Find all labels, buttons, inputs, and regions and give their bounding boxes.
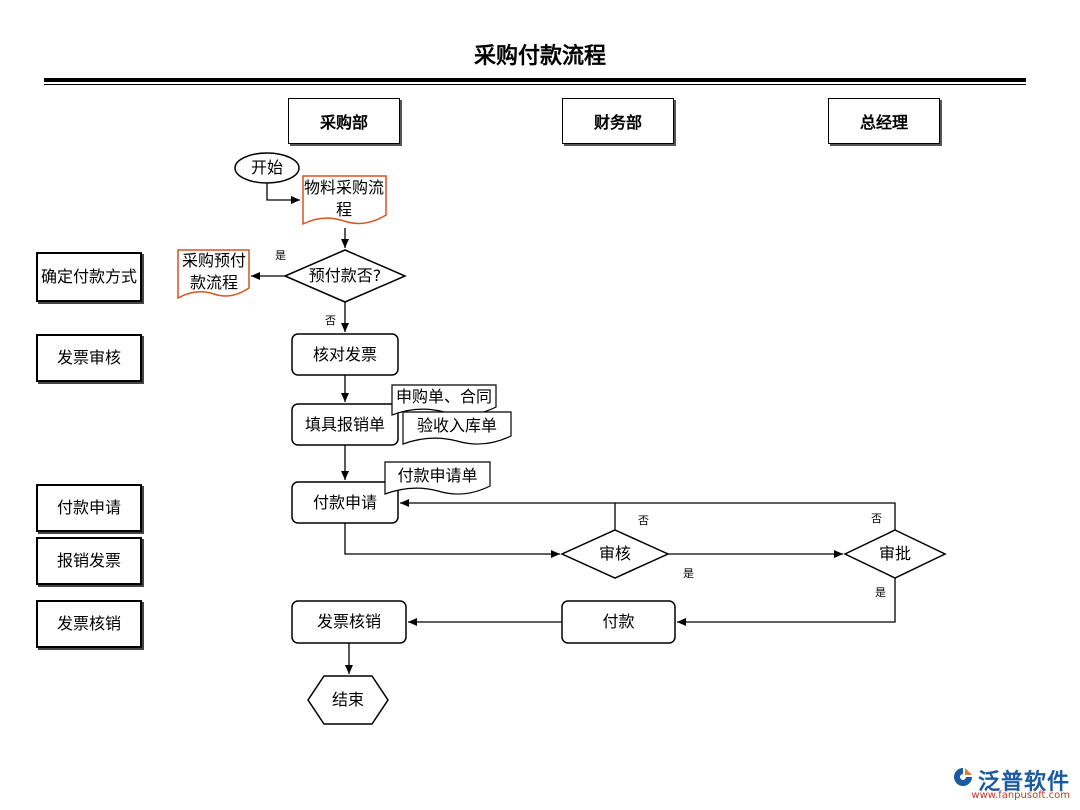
title-rule-thin (44, 84, 1026, 85)
review-decision-shape (560, 529, 670, 579)
edge-label-no-review: 否 (638, 514, 649, 527)
edge-label-yes-review: 是 (683, 567, 694, 580)
dept-purchasing: 采购部 (288, 98, 400, 144)
prepay-flow-shape (177, 249, 250, 300)
payment-request-label: 付款申请 (312, 492, 377, 512)
edge-request-to-review (344, 523, 560, 558)
doc-order-contract-label: 申购单、合同 (395, 387, 492, 406)
prepay-flow-label: 采购预付款流程 (181, 251, 246, 292)
edge-approve-no-to-request (615, 502, 896, 530)
edge-label-no-approve: 否 (871, 512, 882, 525)
title-rule-thick (44, 78, 1026, 82)
phase-invoice-review: 发票审核 (36, 334, 142, 382)
pay-label: 付款 (602, 612, 635, 631)
phase-invoice-writeoff: 发票核销 (36, 600, 142, 648)
brand-logo-text: 泛普软件 (977, 770, 1070, 795)
dept-general-manager: 总经理 (828, 98, 940, 144)
doc-receipt-shape (402, 411, 512, 445)
invoice-writeoff-label: 发票核销 (316, 612, 381, 631)
fill-reimburse-label: 填具报销单 (304, 414, 385, 434)
end-terminal-shape (307, 675, 389, 725)
dept-finance: 财务部 (562, 98, 674, 144)
doc-payment-request-label: 付款申请单 (397, 466, 478, 485)
verify-invoice-label: 核对发票 (312, 344, 377, 364)
procure-flow-label: 物料采购流程 (304, 178, 385, 219)
doc-payment-request-shape (384, 461, 491, 495)
phase-reimburse-invoice: 报销发票 (36, 537, 142, 585)
review-label: 审核 (598, 544, 631, 563)
doc-receipt-label: 验收入库单 (416, 416, 497, 435)
edge-review-no-to-request (400, 499, 616, 530)
prepay-decision-label: 预付款否? (308, 266, 382, 285)
procure-flow-shape (302, 175, 387, 226)
phase-payment-request: 付款申请 (36, 484, 142, 532)
phase-determine-payment: 确定付款方式 (36, 252, 142, 302)
edge-label-no-prepay: 否 (325, 314, 336, 327)
edge-approve-yes-to-pay (677, 578, 896, 626)
approve-label: 审批 (878, 544, 911, 563)
edge-label-yes-prepay: 是 (275, 249, 286, 262)
end-label: 结束 (331, 690, 364, 709)
edge-start-to-procure (266, 183, 300, 204)
brand-url: www.fanpusoft.com (971, 790, 1070, 801)
brand-logo-icon (952, 766, 974, 788)
page-title: 采购付款流程 (473, 44, 606, 69)
start-label: 开始 (250, 158, 283, 177)
edge-label-yes-approve: 是 (875, 586, 886, 599)
